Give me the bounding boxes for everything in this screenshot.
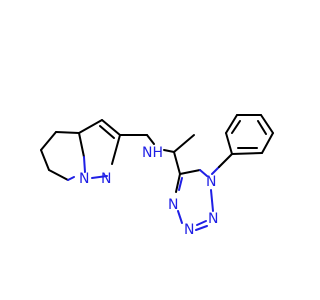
bond (40, 149, 50, 171)
atom-labels: N N NH N N N N (79, 145, 218, 238)
bond (78, 132, 85, 158)
bond (195, 225, 208, 231)
bond (99, 125, 115, 139)
molecule-structure-diagram: N N NH N N N N (40, 114, 274, 238)
atom-label-tetrazole-n4: N (208, 211, 218, 227)
bond (163, 149, 175, 153)
tetrahydro-ring-bonds (40, 131, 85, 181)
bond (48, 169, 69, 181)
bond (225, 132, 233, 155)
tetrazole-ring-bonds (175, 169, 214, 231)
bond (231, 152, 263, 155)
atom-label-tetrazole-n1: N (206, 174, 216, 190)
bond (178, 177, 183, 191)
bond (40, 131, 57, 151)
bond (210, 189, 214, 212)
bond (173, 151, 181, 175)
pyrazole-ring-bonds (78, 119, 121, 179)
bond (67, 176, 75, 181)
bond (83, 156, 86, 173)
bond (173, 134, 195, 153)
atom-label-amine-nh: NH (142, 145, 163, 161)
bond (218, 153, 233, 168)
bond (175, 173, 181, 193)
atom-label-tetrazole-n2: N (168, 197, 178, 213)
atom-label-tetrazole-n3: N (184, 222, 194, 238)
bond (111, 134, 121, 165)
bond (179, 169, 201, 175)
bond (196, 220, 207, 226)
bond (146, 134, 155, 145)
bond (231, 120, 241, 134)
bond (199, 169, 208, 177)
linker-bonds (119, 134, 195, 175)
phenyl-ring-bonds (211, 114, 274, 175)
bond (78, 119, 103, 134)
bond (91, 175, 108, 179)
bond (55, 131, 80, 134)
bond (177, 210, 183, 224)
bond (225, 114, 238, 134)
bond (211, 166, 220, 175)
atom-label-pyrazole-n2: N (101, 171, 111, 187)
bond (261, 132, 274, 154)
atom-label-pyrazole-n1: N (79, 171, 89, 187)
bond (260, 114, 274, 134)
bond (257, 120, 267, 135)
bond (101, 119, 121, 136)
